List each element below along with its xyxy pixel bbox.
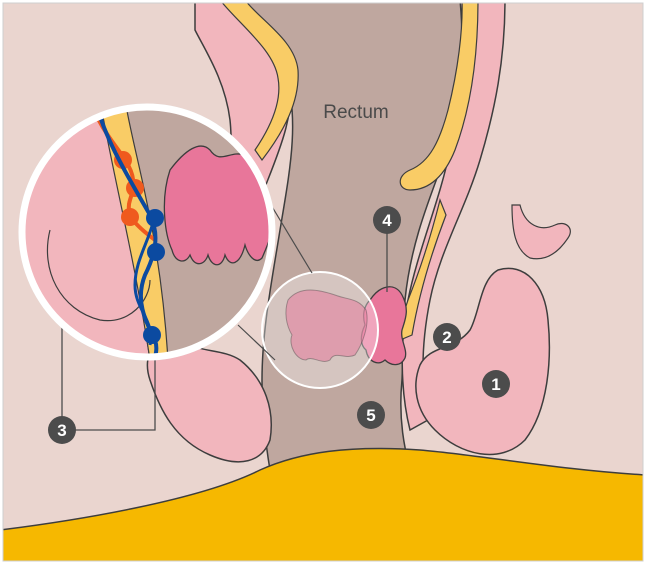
zoomed-haemorrhoid-ghost (286, 290, 367, 361)
vein-node (143, 326, 161, 344)
marker-4: 4 (373, 206, 401, 234)
rectum-label: Rectum (323, 102, 388, 123)
marker-1: 1 (482, 370, 510, 398)
vein-node (146, 209, 164, 227)
svg-text:3: 3 (57, 421, 66, 440)
svg-text:4: 4 (382, 211, 392, 230)
svg-text:2: 2 (442, 328, 451, 347)
marker-5: 5 (357, 401, 385, 429)
svg-text:1: 1 (491, 375, 500, 394)
svg-text:5: 5 (366, 406, 375, 425)
marker-2: 2 (433, 323, 461, 351)
vein-node (147, 243, 165, 261)
artery-node (121, 208, 139, 226)
marker-3: 3 (48, 416, 76, 444)
